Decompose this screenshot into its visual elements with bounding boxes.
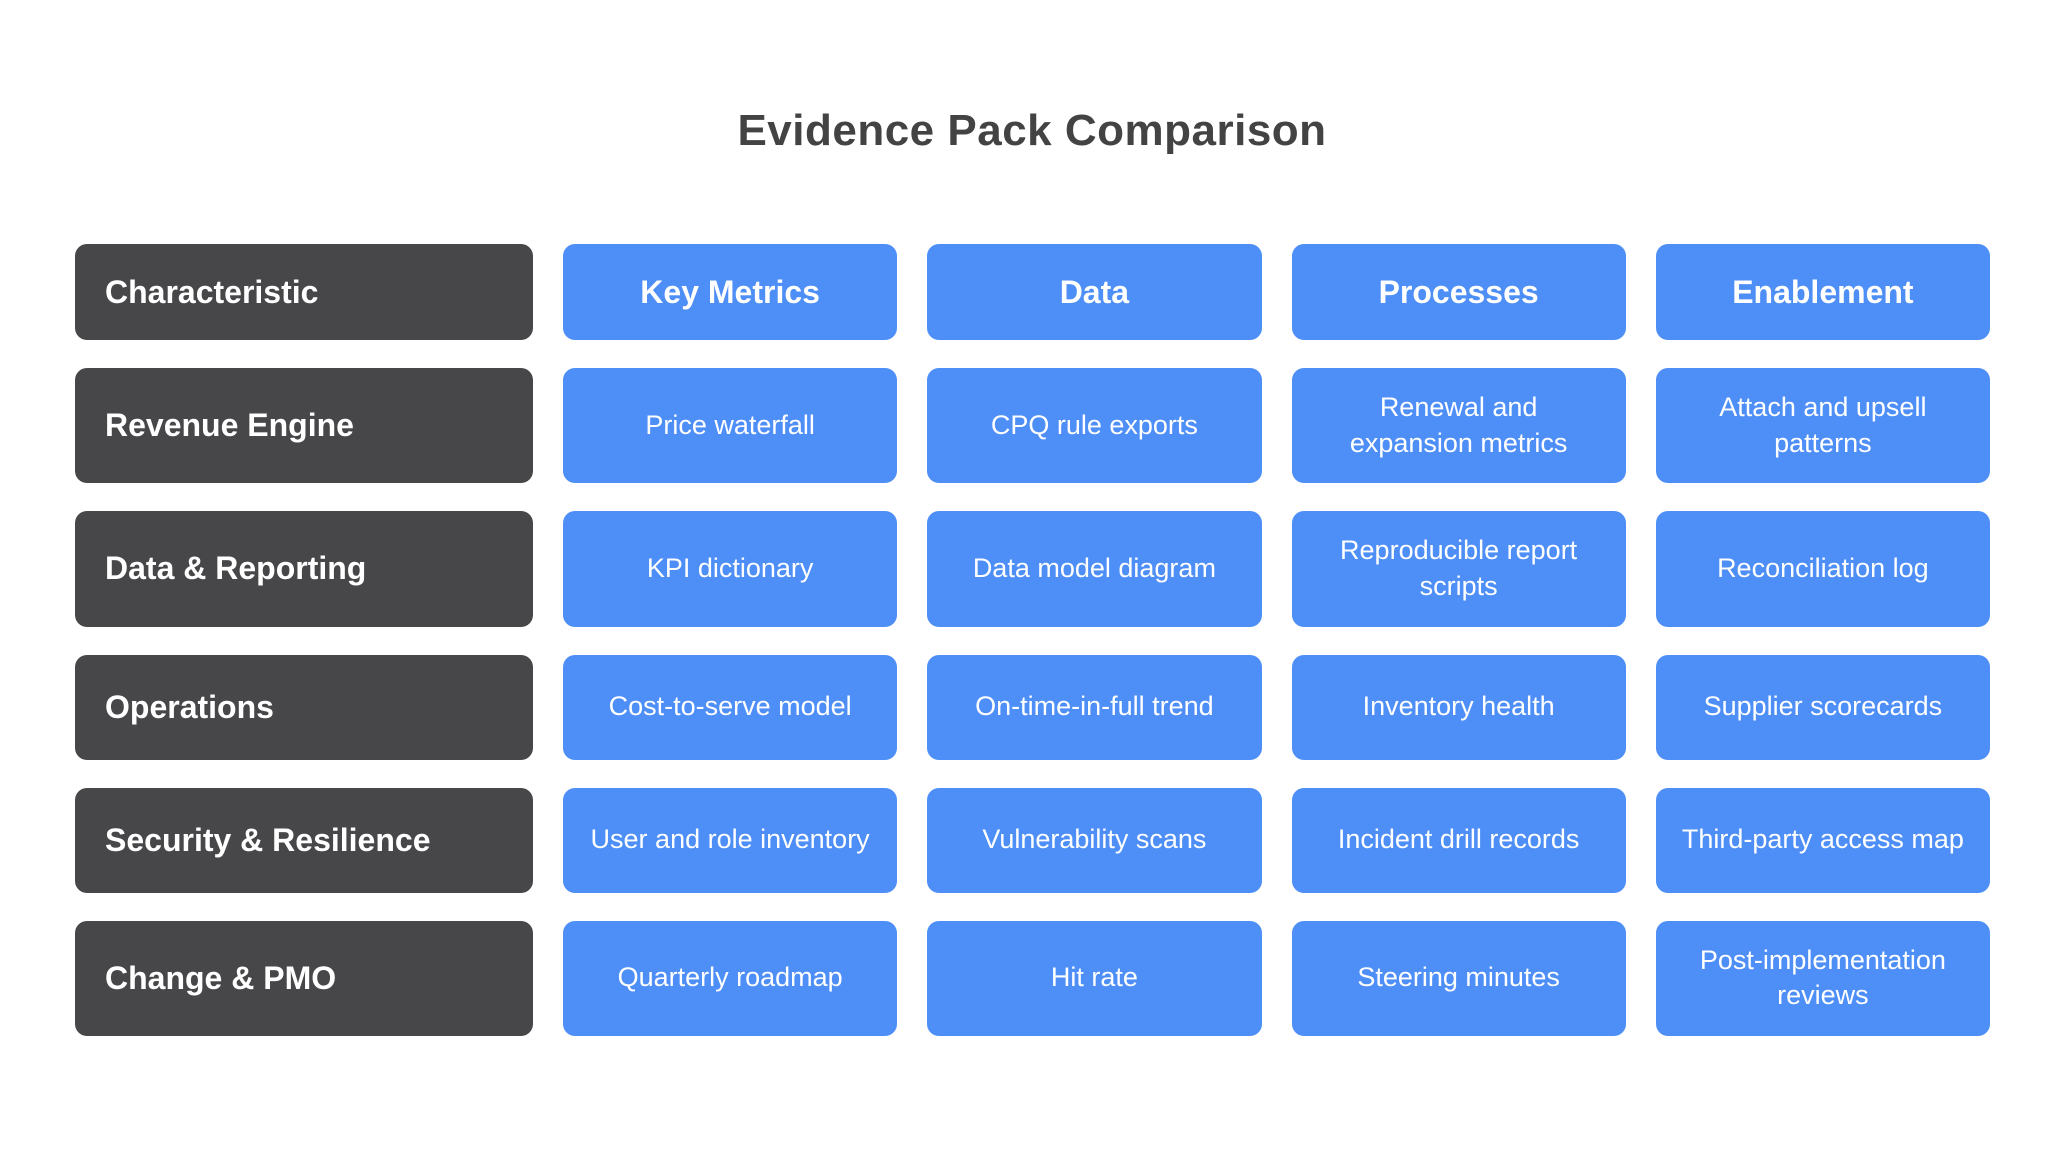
column-header-data: Data (927, 244, 1262, 340)
cell-security-resilience-key-metrics: User and role inventory (563, 787, 898, 893)
row-label-security-resilience: Security & Resilience (75, 787, 533, 893)
row-label-change-pmo: Change & PMO (75, 920, 533, 1036)
cell-revenue-engine-processes: Renewal and expansion metrics (1291, 368, 1626, 484)
cell-data-reporting-data: Data model diagram (927, 511, 1262, 627)
cell-security-resilience-data: Vulnerability scans (927, 787, 1262, 893)
cell-revenue-engine-key-metrics: Price waterfall (563, 368, 898, 484)
cell-change-pmo-data: Hit rate (927, 920, 1262, 1036)
row-label-revenue-engine: Revenue Engine (75, 368, 533, 484)
cell-change-pmo-processes: Steering minutes (1291, 920, 1626, 1036)
cell-change-pmo-enablement: Post-implementation reviews (1655, 920, 1990, 1036)
cell-operations-enablement: Supplier scorecards (1655, 654, 1990, 760)
column-header-enablement: Enablement (1655, 244, 1990, 340)
column-header-characteristic: Characteristic (75, 244, 533, 340)
page-title: Evidence Pack Comparison (737, 106, 1327, 155)
cell-data-reporting-processes: Reproducible report scripts (1291, 511, 1626, 627)
comparison-table: Characteristic Key Metrics Data Processe… (75, 244, 1990, 1036)
cell-revenue-engine-enablement: Attach and upsell patterns (1655, 368, 1990, 484)
cell-change-pmo-key-metrics: Quarterly roadmap (563, 920, 898, 1036)
cell-revenue-engine-data: CPQ rule exports (927, 368, 1262, 484)
column-header-processes: Processes (1291, 244, 1626, 340)
column-header-key-metrics: Key Metrics (563, 244, 898, 340)
cell-data-reporting-enablement: Reconciliation log (1655, 511, 1990, 627)
cell-operations-data: On-time-in-full trend (927, 654, 1262, 760)
cell-security-resilience-enablement: Third-party access map (1655, 787, 1990, 893)
cell-operations-processes: Inventory health (1291, 654, 1626, 760)
cell-operations-key-metrics: Cost-to-serve model (563, 654, 898, 760)
cell-security-resilience-processes: Incident drill records (1291, 787, 1626, 893)
row-label-operations: Operations (75, 654, 533, 760)
row-label-data-reporting: Data & Reporting (75, 511, 533, 627)
cell-data-reporting-key-metrics: KPI dictionary (563, 511, 898, 627)
